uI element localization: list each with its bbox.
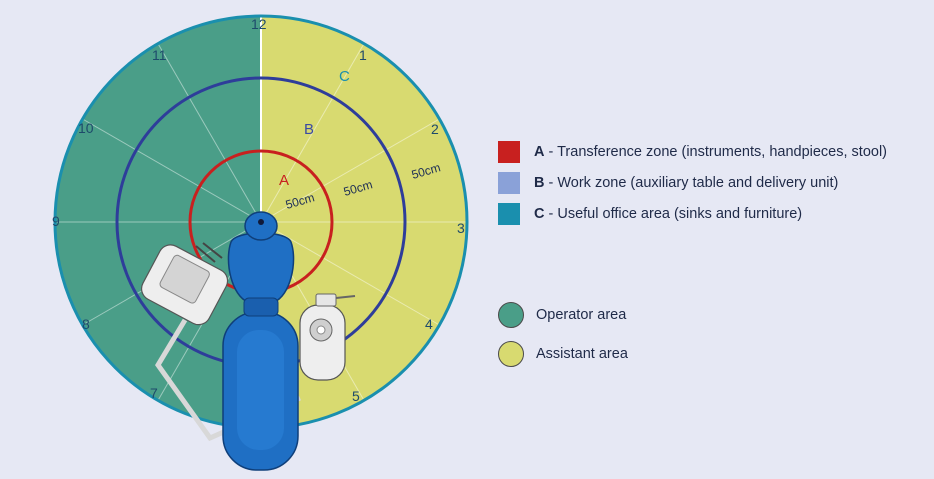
- clock-label-1: 1: [359, 47, 367, 63]
- chair-headrest: [244, 211, 278, 241]
- operator-area-half: [54, 15, 261, 429]
- legend-text: - Work zone (auxiliary table and deliver…: [544, 175, 839, 191]
- legend-text: - Transference zone (instruments, handpi…: [544, 144, 888, 160]
- area-legend: Operator area Assistant area: [498, 300, 628, 369]
- clock-label-7: 7: [150, 385, 158, 401]
- zone-c-swatch: [498, 203, 520, 225]
- clock-label-9: 9: [52, 213, 60, 229]
- zone-b-swatch: [498, 172, 520, 194]
- clock-label-4: 4: [425, 316, 433, 332]
- clock-label-12: 12: [251, 16, 267, 32]
- operator-delivery-tray: [140, 242, 229, 326]
- legend-item-operator-area: Operator area: [498, 300, 628, 330]
- zone-a-swatch: [498, 141, 520, 163]
- clock-label-8: 8: [82, 316, 90, 332]
- operator-area-swatch: [498, 302, 524, 328]
- legend-text: - Useful office area (sinks and furnitur…: [544, 206, 803, 222]
- legend-item-zone-b: B - Work zone (auxiliary table and deliv…: [498, 169, 887, 197]
- assistant-cuspidor-unit: [299, 293, 356, 381]
- legend-item-zone-a: A - Transference zone (instruments, hand…: [498, 138, 887, 166]
- legend-key: A: [534, 144, 545, 160]
- clock-label-11: 11: [152, 47, 167, 63]
- legend-key: B: [534, 175, 545, 191]
- clock-label-10: 10: [78, 120, 94, 136]
- legend-key: C: [534, 206, 545, 222]
- clock-label-3: 3: [457, 220, 465, 236]
- legend-text: Operator area: [536, 307, 627, 323]
- zone-a-label: A: [279, 172, 289, 189]
- zone-legend: A - Transference zone (instruments, hand…: [498, 138, 887, 228]
- legend-item-assistant-area: Assistant area: [498, 339, 628, 369]
- chair-backrest: [227, 232, 295, 303]
- clock-label-5: 5: [352, 388, 360, 404]
- zone-c-label: C: [339, 68, 350, 85]
- dental-chair: [222, 211, 299, 471]
- zone-b-label: B: [304, 121, 314, 138]
- legend-item-zone-c: C - Useful office area (sinks and furnit…: [498, 200, 887, 228]
- assistant-area-swatch: [498, 341, 524, 367]
- legend-text: Assistant area: [536, 346, 628, 362]
- clock-label-2: 2: [431, 121, 439, 137]
